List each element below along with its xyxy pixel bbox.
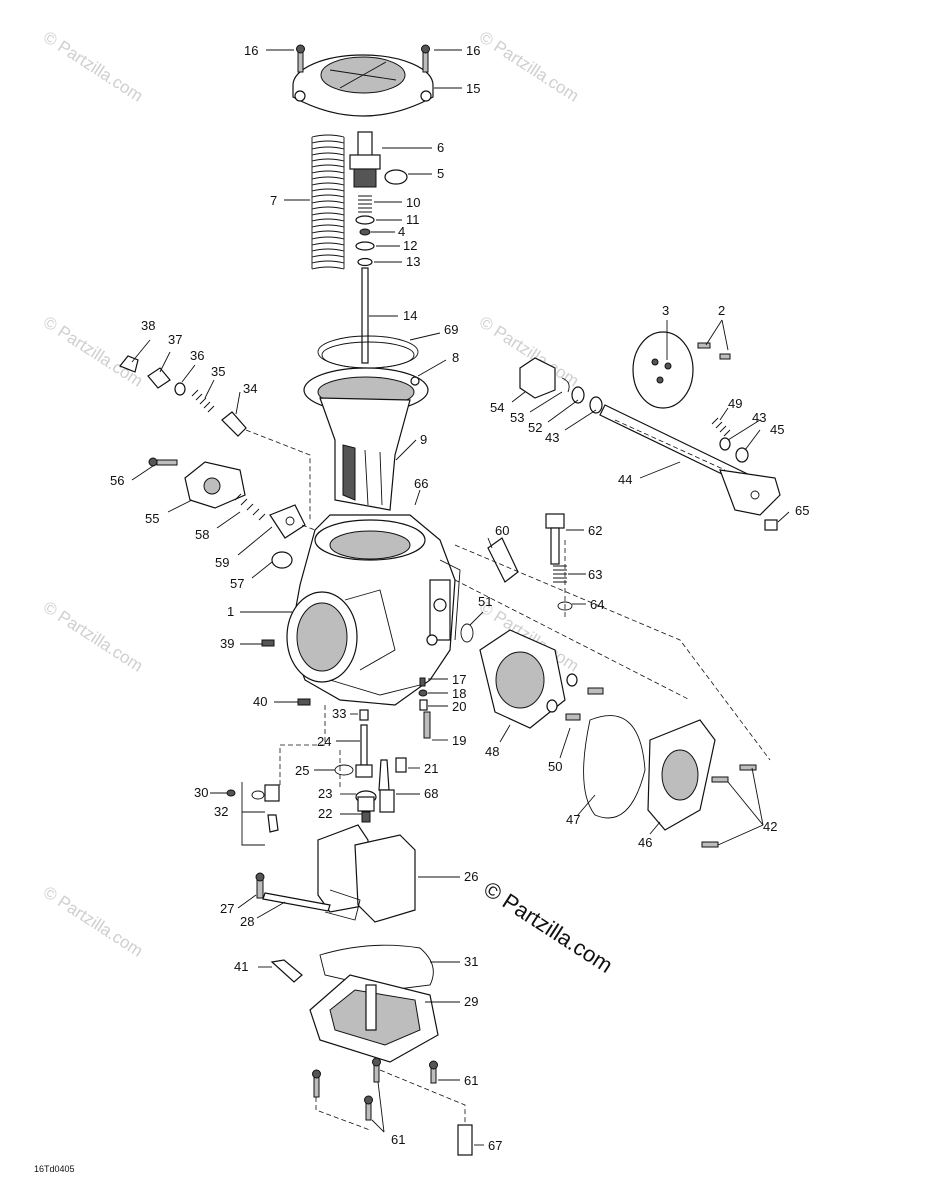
part-label-25[interactable]: 25 [295, 763, 309, 778]
part-label-46[interactable]: 46 [638, 835, 652, 850]
carburetor-body [286, 514, 461, 706]
part-label-51[interactable]: 51 [478, 594, 492, 609]
part-label-18[interactable]: 18 [452, 686, 466, 701]
part-label-28[interactable]: 28 [240, 914, 254, 929]
part-label-65[interactable]: 65 [795, 503, 809, 518]
reference-code: 16Td0405 [34, 1164, 75, 1174]
watermark-layer: © Partzilla.com © Partzilla.com © Partzi… [40, 27, 582, 960]
part-label-64[interactable]: 64 [590, 597, 604, 612]
part-label-21[interactable]: 21 [424, 761, 438, 776]
part-label-16[interactable]: 16 [244, 43, 258, 58]
part-label-22[interactable]: 22 [318, 806, 332, 821]
part-label-58[interactable]: 58 [195, 527, 209, 542]
part-label-61[interactable]: 61 [391, 1132, 405, 1147]
part-label-67[interactable]: 67 [488, 1138, 502, 1153]
part-label-50[interactable]: 50 [548, 759, 562, 774]
part-label-27[interactable]: 27 [220, 901, 234, 916]
part-label-16[interactable]: 16 [466, 43, 480, 58]
part-labels: 16 16 15 6 5 7 10 11 4 12 13 14 69 8 9 6… [110, 43, 809, 1153]
part-label-57[interactable]: 57 [230, 576, 244, 591]
part-label-30[interactable]: 30 [194, 785, 208, 800]
part-label-39[interactable]: 39 [220, 636, 234, 651]
part-label-69[interactable]: 69 [444, 322, 458, 337]
part-label-23[interactable]: 23 [318, 786, 332, 801]
part-label-29[interactable]: 29 [464, 994, 478, 1009]
part-label-3[interactable]: 3 [662, 303, 669, 318]
part-label-42[interactable]: 42 [763, 819, 777, 834]
watermark: © Partzilla.com [40, 312, 146, 390]
part-label-35[interactable]: 35 [211, 364, 225, 379]
part-label-7[interactable]: 7 [270, 193, 277, 208]
slide-spring [311, 134, 345, 270]
part-label-68[interactable]: 68 [424, 786, 438, 801]
part-label-49[interactable]: 49 [728, 396, 742, 411]
part-label-43[interactable]: 43 [545, 430, 559, 445]
part-label-1[interactable]: 1 [227, 604, 234, 619]
part-label-19[interactable]: 19 [452, 733, 466, 748]
part-label-2[interactable]: 2 [718, 303, 725, 318]
part-label-59[interactable]: 59 [215, 555, 229, 570]
watermark: © Partzilla.com [40, 27, 146, 105]
top-cover [292, 44, 434, 117]
part-label-14[interactable]: 14 [403, 308, 417, 323]
needle-holder [349, 131, 408, 364]
diaphragm-and-slide [303, 335, 429, 511]
jet-parts [226, 677, 431, 833]
part-label-54[interactable]: 54 [490, 400, 504, 415]
part-label-36[interactable]: 36 [190, 348, 204, 363]
part-label-48[interactable]: 48 [485, 744, 499, 759]
part-label-31[interactable]: 31 [464, 954, 478, 969]
part-label-40[interactable]: 40 [253, 694, 267, 709]
part-label-56[interactable]: 56 [110, 473, 124, 488]
part-label-44[interactable]: 44 [618, 472, 632, 487]
part-label-61[interactable]: 61 [464, 1073, 478, 1088]
part-label-17[interactable]: 17 [452, 672, 466, 687]
part-label-37[interactable]: 37 [168, 332, 182, 347]
part-label-47[interactable]: 47 [566, 812, 580, 827]
part-label-6[interactable]: 6 [437, 140, 444, 155]
part-label-9[interactable]: 9 [420, 432, 427, 447]
part-label-8[interactable]: 8 [452, 350, 459, 365]
part-label-12[interactable]: 12 [403, 238, 417, 253]
part-label-45[interactable]: 45 [770, 422, 784, 437]
part-label-55[interactable]: 55 [145, 511, 159, 526]
part-label-33[interactable]: 33 [332, 706, 346, 721]
part-label-20[interactable]: 20 [452, 699, 466, 714]
right-mid-parts [460, 513, 604, 729]
throttle-shaft-assembly [519, 331, 781, 531]
part-label-41[interactable]: 41 [234, 959, 248, 974]
part-label-34[interactable]: 34 [243, 381, 257, 396]
watermark: © Partzilla.com [40, 597, 146, 675]
part-label-66[interactable]: 66 [414, 476, 428, 491]
part-label-26[interactable]: 26 [464, 869, 478, 884]
leader-lines [131, 49, 790, 1146]
part-label-53[interactable]: 53 [510, 410, 524, 425]
part-label-60[interactable]: 60 [495, 523, 509, 538]
cover-assembly [583, 715, 757, 848]
part-label-32[interactable]: 32 [214, 804, 228, 819]
assembly-guide-lines [245, 419, 771, 1131]
part-label-5[interactable]: 5 [437, 166, 444, 181]
part-label-10[interactable]: 10 [406, 195, 420, 210]
part-label-52[interactable]: 52 [528, 420, 542, 435]
left-side-parts [119, 355, 306, 569]
part-label-11[interactable]: 11 [406, 212, 420, 227]
float-and-bowl [255, 824, 473, 1156]
part-label-15[interactable]: 15 [466, 81, 480, 96]
watermark: © Partzilla.com [476, 27, 582, 105]
part-label-62[interactable]: 62 [588, 523, 602, 538]
copyright-text: © Partzilla.com [479, 876, 617, 978]
part-label-13[interactable]: 13 [406, 254, 420, 269]
part-label-4[interactable]: 4 [398, 224, 405, 239]
part-label-63[interactable]: 63 [588, 567, 602, 582]
part-label-24[interactable]: 24 [317, 734, 331, 749]
part-label-38[interactable]: 38 [141, 318, 155, 333]
watermark: © Partzilla.com [40, 882, 146, 960]
part-label-43[interactable]: 43 [752, 410, 766, 425]
